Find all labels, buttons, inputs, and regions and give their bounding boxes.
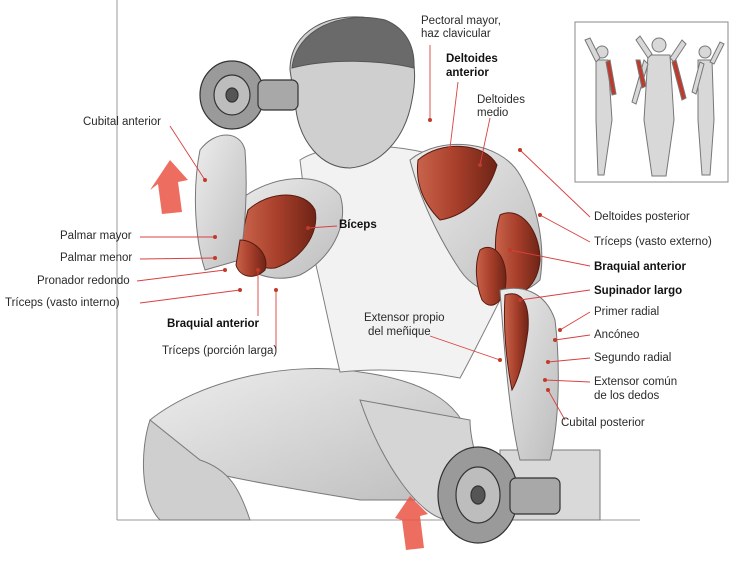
leader-dot bbox=[428, 118, 432, 122]
label-extensor-propio-2: del meñique bbox=[368, 326, 431, 338]
label-extensor-comun-2: de los dedos bbox=[594, 390, 660, 402]
label-deltoides-medio-2: medio bbox=[477, 107, 509, 119]
leader-dot bbox=[543, 378, 547, 382]
leader-line bbox=[554, 334, 591, 341]
leader-line bbox=[139, 257, 216, 260]
brachialis-left-muscle bbox=[235, 239, 267, 277]
leader-dot bbox=[498, 358, 502, 362]
leader-line bbox=[509, 249, 591, 267]
leader-dot bbox=[213, 256, 217, 260]
leader-dot bbox=[518, 148, 522, 152]
label-triceps-vasto-interno: Tríceps (vasto interno) bbox=[5, 297, 120, 309]
leader-dot bbox=[238, 288, 242, 292]
label-supinador-largo: Supinador largo bbox=[594, 285, 683, 297]
label-deltoides-medio: Deltoides bbox=[477, 94, 525, 106]
leader-dot bbox=[274, 288, 278, 292]
leader-line bbox=[519, 149, 591, 218]
brachialis-muscle bbox=[475, 247, 507, 306]
inset-figures bbox=[574, 21, 729, 183]
leader-dot bbox=[546, 360, 550, 364]
inset-figure-front bbox=[631, 35, 687, 177]
label-palmar-menor: Palmar menor bbox=[60, 252, 133, 264]
inset-figure-back bbox=[691, 41, 725, 176]
label-leader-dots bbox=[203, 118, 562, 392]
leader-dot bbox=[518, 298, 522, 302]
leader-dot bbox=[306, 226, 310, 230]
legs-and-bench bbox=[143, 368, 601, 521]
label-pectoral-mayor: Pectoral mayor, bbox=[421, 15, 501, 27]
label-braquial-anterior-left: Braquial anterior bbox=[167, 318, 260, 330]
label-leader-lines bbox=[136, 45, 591, 421]
dumbbell-right bbox=[437, 446, 561, 544]
label-anconeo: Ancóneo bbox=[594, 329, 640, 341]
leader-dot bbox=[558, 328, 562, 332]
label-deltoides-posterior: Deltoides posterior bbox=[594, 211, 690, 223]
arrow-up-bottom bbox=[395, 496, 428, 550]
label-triceps-porcion-larga: Tríceps (porción larga) bbox=[162, 345, 278, 357]
label-segundo-radial: Segundo radial bbox=[594, 352, 672, 364]
leader-dot bbox=[256, 268, 260, 272]
leader-line bbox=[539, 214, 591, 243]
leader-dot bbox=[223, 268, 227, 272]
label-cubital-posterior: Cubital posterior bbox=[561, 417, 645, 429]
leader-dot bbox=[553, 338, 557, 342]
dumbbell-left bbox=[199, 60, 299, 130]
left-forearm bbox=[194, 134, 247, 271]
leader-dot bbox=[508, 248, 512, 252]
head bbox=[289, 16, 416, 169]
leader-line bbox=[139, 289, 241, 304]
leader-line bbox=[547, 357, 591, 363]
label-primer-radial: Primer radial bbox=[594, 306, 660, 318]
leader-dot bbox=[546, 388, 550, 392]
leader-line bbox=[559, 311, 591, 331]
leader-dot bbox=[478, 163, 482, 167]
deltoid-muscle bbox=[416, 145, 498, 221]
leader-dot bbox=[538, 213, 542, 217]
label-braquial-anterior-right: Braquial anterior bbox=[594, 261, 687, 273]
label-palmar-mayor: Palmar mayor bbox=[60, 230, 132, 242]
label-cubital-anterior: Cubital anterior bbox=[83, 116, 161, 128]
arrow-up-left bbox=[150, 160, 188, 214]
leader-line bbox=[449, 81, 459, 149]
leader-line bbox=[544, 379, 591, 383]
leader-dot bbox=[213, 235, 217, 239]
motion-arrows bbox=[150, 160, 428, 550]
leader-line bbox=[169, 125, 206, 181]
label-extensor-comun: Extensor común bbox=[594, 376, 678, 388]
label-triceps-vasto-externo: Tríceps (vasto externo) bbox=[594, 236, 712, 248]
leader-line bbox=[519, 289, 591, 301]
supinator-muscle bbox=[503, 293, 529, 392]
inset-figure-left bbox=[584, 37, 617, 176]
leader-line bbox=[479, 117, 491, 166]
label-pronador-redondo: Pronador redondo bbox=[37, 275, 130, 287]
label-deltoides-anterior-2: anterior bbox=[446, 67, 489, 79]
leader-dot bbox=[448, 146, 452, 150]
leader-line bbox=[136, 269, 226, 282]
label-biceps: Bíceps bbox=[339, 219, 377, 231]
label-extensor-propio: Extensor propio bbox=[364, 312, 445, 324]
leader-dot bbox=[203, 178, 207, 182]
leader-line bbox=[307, 225, 338, 229]
leader-line bbox=[429, 335, 501, 361]
label-deltoides-anterior: Deltoides bbox=[446, 53, 498, 65]
leader-line bbox=[547, 389, 566, 421]
label-pectoral-mayor-2: haz clavicular bbox=[421, 28, 491, 40]
